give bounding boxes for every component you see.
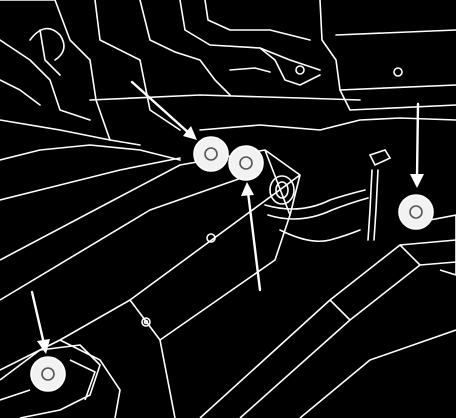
callout-circle-right — [398, 194, 434, 230]
callout-circle-upper-left — [193, 136, 229, 172]
frame-rail — [0, 149, 301, 418]
arrow-center — [246, 190, 262, 292]
arrow-right — [415, 102, 420, 180]
lower-bracket — [0, 344, 101, 418]
arrow-lower-left — [30, 290, 46, 346]
crossmember — [199, 214, 456, 418]
callout-circle-lower-left — [30, 356, 66, 392]
hoses — [264, 149, 392, 243]
arrow-upper-left — [130, 80, 192, 136]
callout-circles — [30, 136, 434, 392]
upper-structure — [0, 0, 456, 201]
callout-circle-center — [228, 145, 264, 181]
callout-arrows — [30, 80, 424, 354]
